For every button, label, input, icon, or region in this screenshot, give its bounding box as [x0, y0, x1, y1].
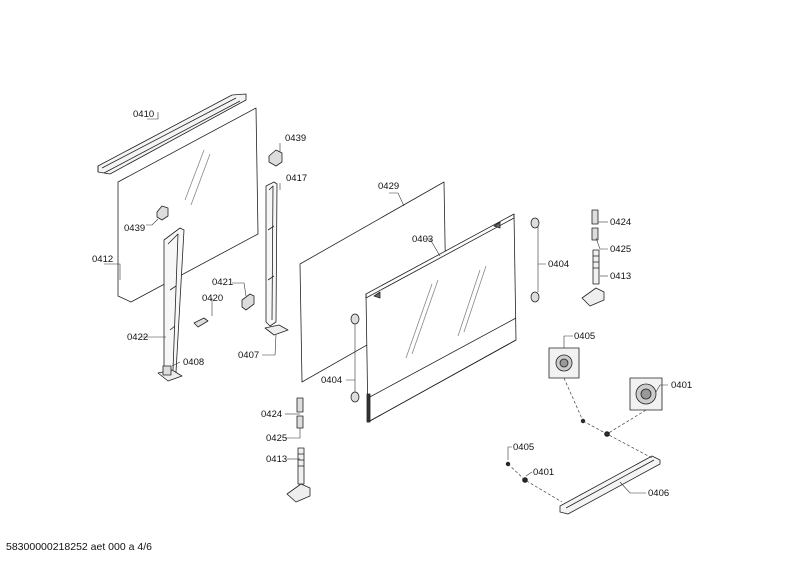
top-trim-bar: [97, 93, 247, 175]
side-clip: [156, 205, 169, 221]
small-clip-0420: [193, 317, 209, 328]
bumper-right-top: [530, 217, 540, 229]
part-label-0407: 0407: [238, 350, 259, 361]
hinge-upper: [581, 209, 605, 307]
part-label-0405-lower: 0405: [513, 442, 534, 453]
part-label-0413-lower: 0413: [266, 454, 287, 465]
leader-lines: [104, 112, 668, 494]
part-label-0417: 0417: [286, 173, 307, 184]
part-label-0403: 0403: [412, 234, 433, 245]
part-label-0413-upper: 0413: [610, 271, 631, 282]
upper-clip: [268, 149, 283, 167]
part-label-0404-right: 0404: [548, 259, 569, 270]
part-label-0401-upper: 0401: [671, 380, 692, 391]
hinge-lower: [286, 397, 311, 503]
part-label-0405-upper: 0405: [574, 331, 595, 342]
part-label-0429: 0429: [378, 181, 399, 192]
handle-endcap-0401: [629, 377, 663, 411]
part-label-0425-upper: 0425: [610, 244, 631, 255]
handle-endcap-0405: [548, 347, 580, 379]
bottom-clip-right: [264, 324, 289, 336]
left-bracket: [163, 227, 185, 377]
small-clip-0421: [241, 293, 255, 311]
part-label-0421: 0421: [212, 277, 233, 288]
assembly-lines: [507, 377, 653, 503]
bumper-left-bottom: [350, 391, 360, 403]
bottom-clip-left: [157, 365, 183, 382]
part-label-0410: 0410: [133, 109, 154, 120]
bumper-right-bottom: [530, 291, 540, 303]
part-label-0404-left: 0404: [321, 375, 342, 386]
part-label-0425-lower: 0425: [266, 433, 287, 444]
part-label-0424-lower: 0424: [261, 409, 282, 420]
document-footer-id: 58300000218252 aet 000 a 4/6: [6, 541, 152, 553]
part-label-0401-lower: 0401: [533, 467, 554, 478]
part-label-0406: 0406: [648, 488, 669, 499]
handle-bar: [559, 455, 661, 515]
bumper-left-top: [350, 313, 360, 325]
part-label-0439-upper: 0439: [285, 133, 306, 144]
part-label-0422: 0422: [127, 332, 148, 343]
part-label-0439-side: 0439: [124, 223, 145, 234]
part-label-0412: 0412: [92, 254, 113, 265]
part-label-0420: 0420: [202, 293, 223, 304]
part-label-0408: 0408: [183, 357, 204, 368]
inner-glass-pane: [117, 107, 259, 303]
part-label-0424-upper: 0424: [610, 217, 631, 228]
outer-door-panel: [365, 213, 517, 423]
right-bracket: [265, 181, 278, 327]
